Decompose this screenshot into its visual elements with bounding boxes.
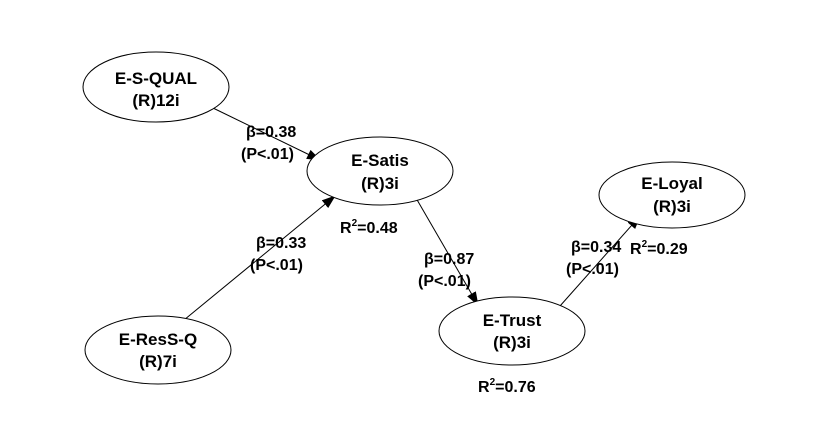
path-esatis-to-etrust (415, 197, 479, 306)
node-esatis-name: E-Satis (351, 151, 409, 170)
node-esqual-sub: (R)12i (132, 91, 179, 110)
node-etrust: E-Trust (R)3i (438, 296, 586, 366)
node-eress-sub: (R)7i (139, 352, 177, 371)
path-esqual-to-esatis (212, 107, 321, 161)
coef-etrust-eloyal-beta: β=0.34 (571, 239, 621, 256)
coef-esqual-esatis: β=0.38 (P<.01) (241, 124, 296, 163)
node-esqual-name: E-S-QUAL (115, 69, 197, 88)
coef-esqual-esatis-beta: β=0.38 (246, 124, 296, 141)
r2-etrust-exp: 2 (490, 377, 496, 388)
node-eress: E-ResS-Q (R)7i (84, 315, 232, 385)
node-etrust-sub: (R)3i (493, 333, 531, 352)
coef-esqual-esatis-p: (P<.01) (241, 146, 294, 163)
node-eloyal: E-Loyal (R)3i (598, 161, 746, 229)
r2-esatis-label: R (340, 220, 352, 237)
r2-eloyal-label: R (630, 241, 642, 258)
coef-esatis-etrust-p: (P<.01) (418, 273, 471, 290)
r2-eloyal-exp: 2 (642, 239, 648, 250)
coef-eress-esatis: β=0.33 (P<.01) (250, 235, 306, 274)
r2-esatis: R2=0.48 (340, 218, 398, 237)
node-eloyal-name: E-Loyal (641, 174, 702, 193)
r2-etrust-label: R (478, 379, 490, 396)
node-eress-name: E-ResS-Q (119, 330, 197, 349)
path-eress-to-esatis (183, 195, 336, 321)
node-esatis: E-Satis (R)3i (306, 136, 454, 206)
r2-esatis-exp: 2 (352, 218, 358, 229)
coef-etrust-eloyal: β=0.34 (P<.01) (566, 239, 621, 278)
node-etrust-name: E-Trust (483, 311, 542, 330)
coef-eress-esatis-p: (P<.01) (250, 257, 303, 274)
coef-eress-esatis-beta: β=0.33 (256, 235, 306, 252)
path-etrust-to-eloyal (559, 215, 641, 307)
coef-etrust-eloyal-p: (P<.01) (566, 261, 619, 278)
coef-esatis-etrust-beta: β=0.87 (424, 251, 474, 268)
r2-esatis-value: =0.48 (357, 220, 398, 237)
node-esatis-sub: (R)3i (361, 174, 399, 193)
r2-eloyal: R2=0.29 (630, 239, 688, 258)
node-eloyal-sub: (R)3i (653, 197, 691, 216)
r2-eloyal-value: =0.29 (647, 241, 688, 258)
coef-esatis-etrust: β=0.87 (P<.01) (418, 251, 474, 290)
r2-etrust: R2=0.76 (478, 377, 536, 396)
r2-etrust-value: =0.76 (495, 379, 536, 396)
node-esqual: E-S-QUAL (R)12i (82, 51, 230, 123)
